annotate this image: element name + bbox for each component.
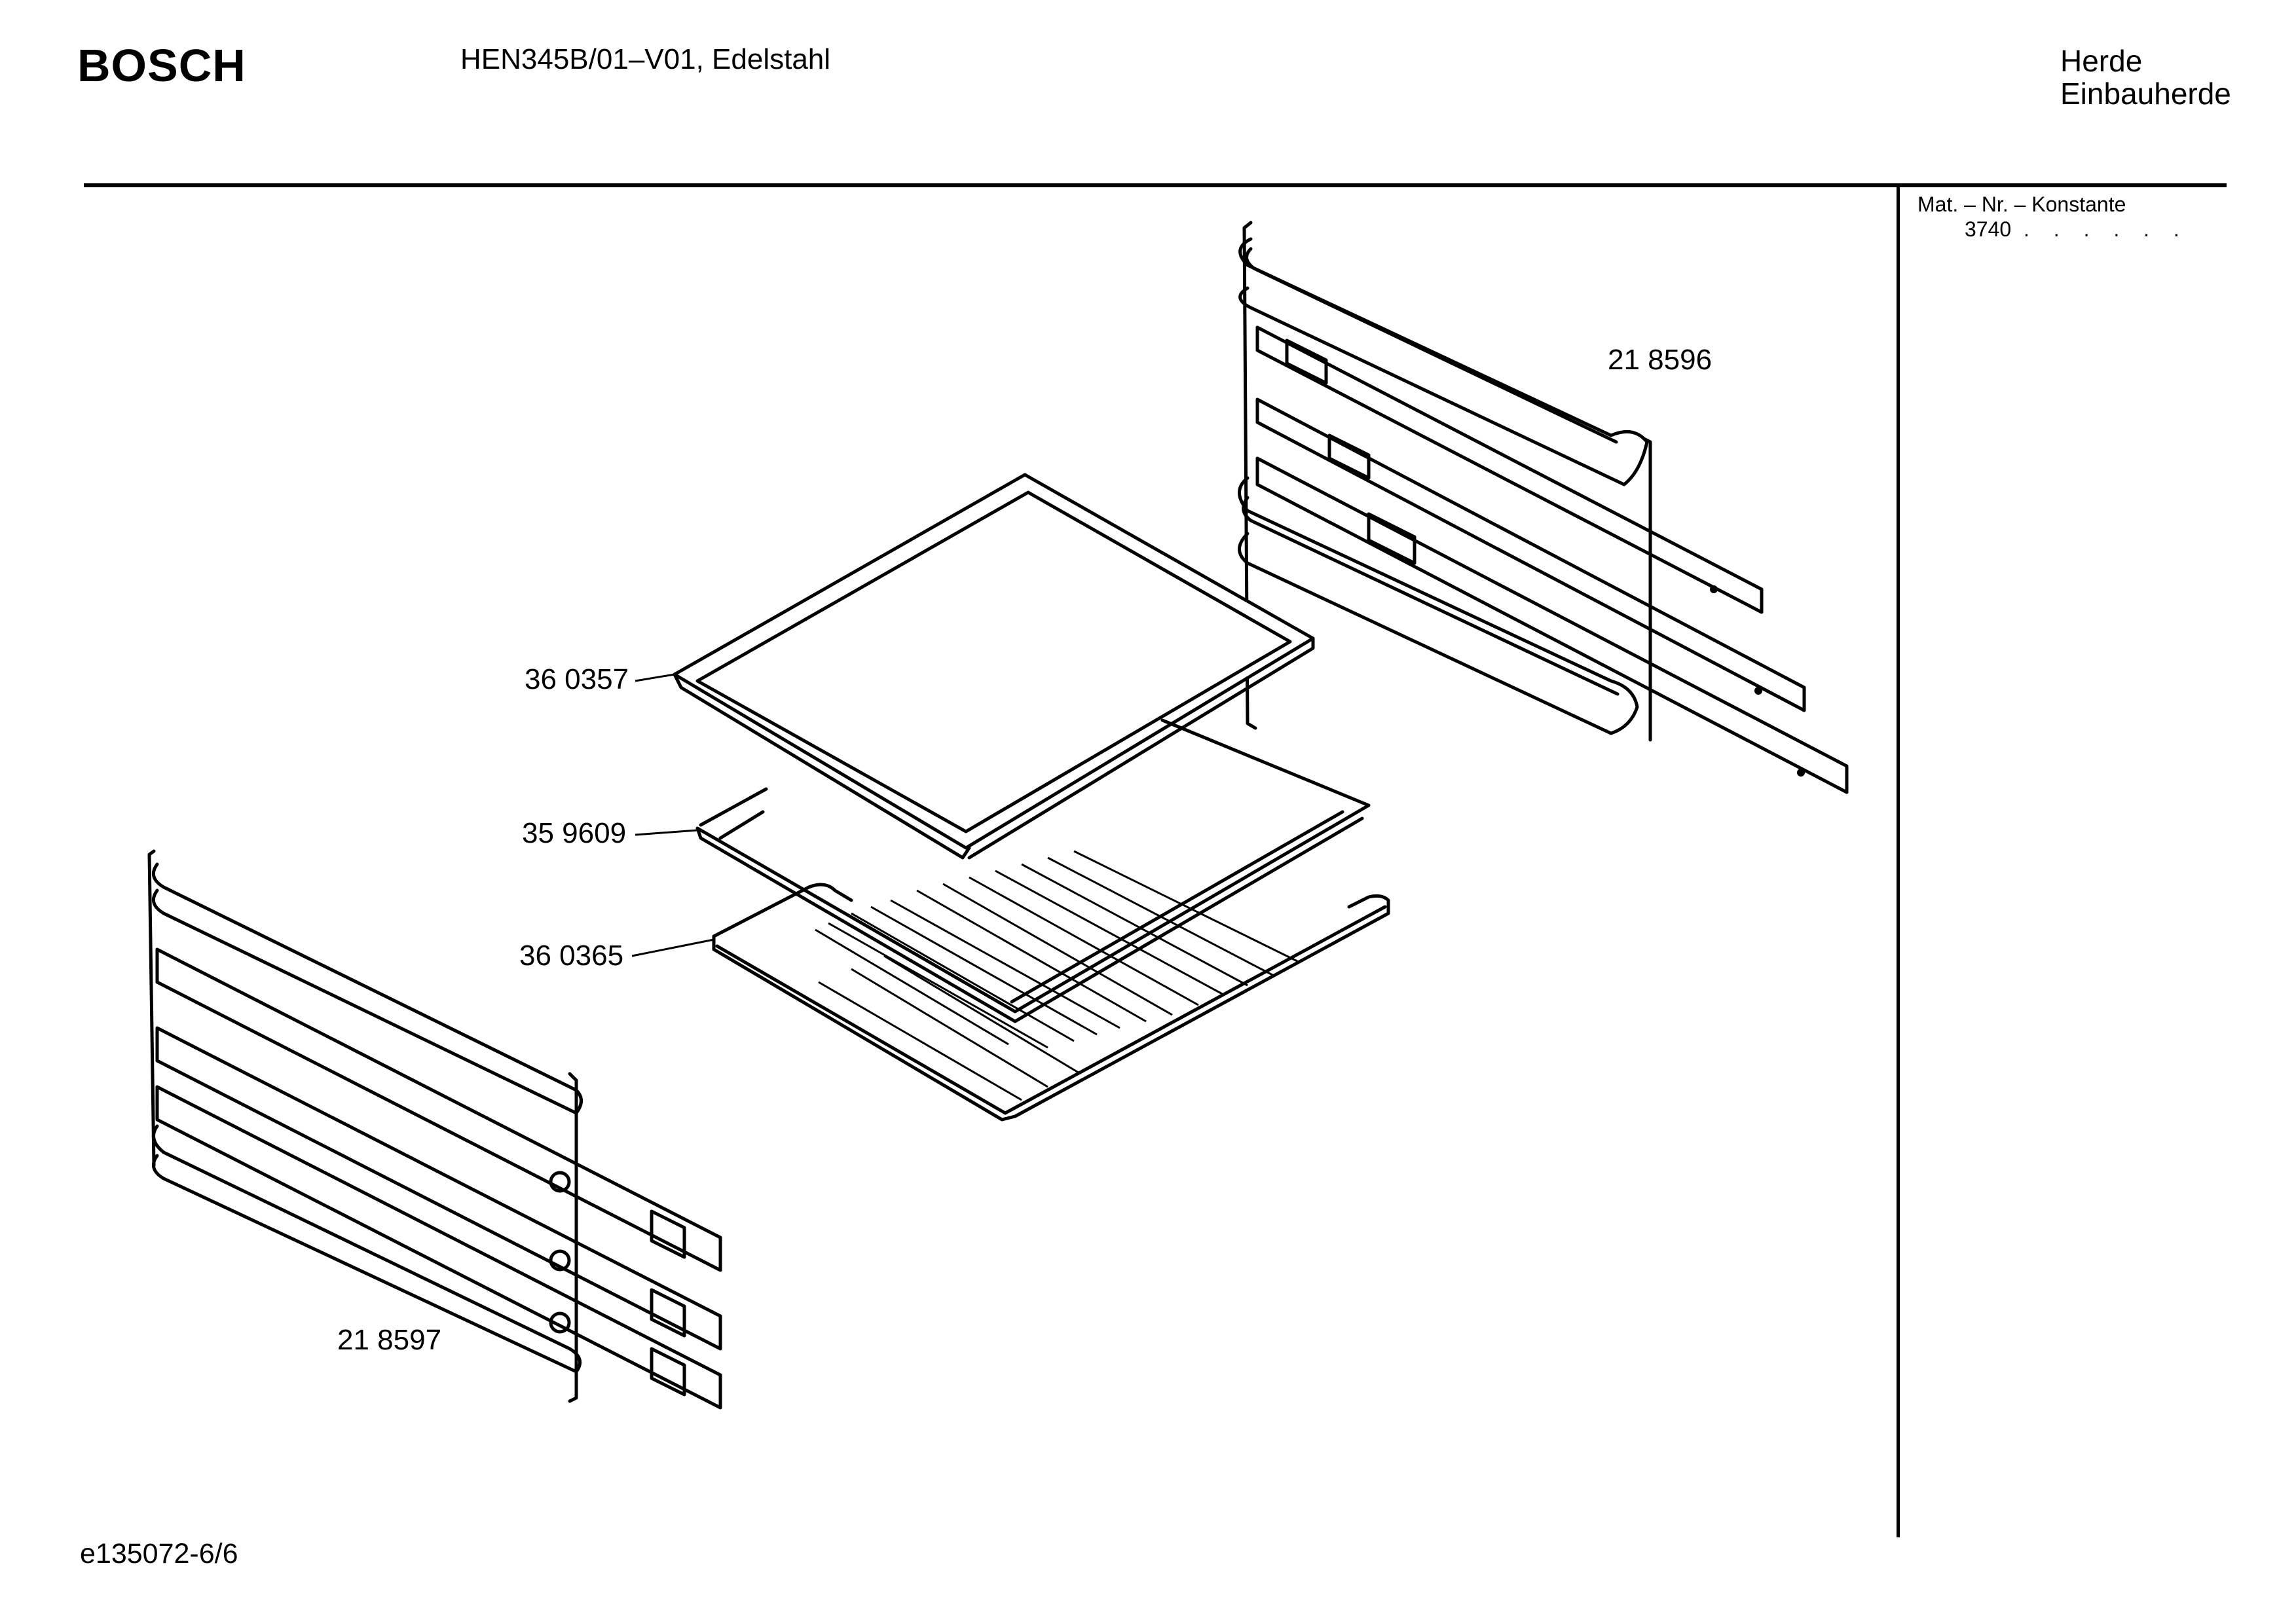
material-number-value: 3740 — [1965, 217, 2012, 241]
baking-tray-drawing — [673, 473, 1315, 860]
left-rail-rack-drawing — [147, 849, 722, 1410]
part-number-360357: 36 0357 — [525, 663, 629, 695]
subcategory-label: Einbauherde — [2060, 77, 2231, 111]
category-label: Herde — [2060, 44, 2143, 78]
document-id: e135072-6/6 — [80, 1538, 238, 1569]
model-title: HEN345B/01–V01, Edelstahl — [460, 43, 831, 75]
brand-logo: BOSCH — [77, 40, 246, 91]
part-number-218596: 21 8596 — [1608, 344, 1713, 376]
wire-grid-drawing — [712, 850, 1390, 1122]
part-number-218597: 21 8597 — [337, 1324, 442, 1356]
leader-lines — [631, 673, 714, 957]
header-divider — [84, 183, 2227, 187]
right-rail-rack-drawing — [1238, 221, 1849, 794]
material-number-label: Mat. – Nr. – Konstante — [1917, 192, 2126, 216]
part-number-359609: 35 9609 — [522, 817, 627, 849]
part-number-360365: 36 0365 — [519, 940, 624, 972]
material-number-dots: . . . . . . — [2024, 217, 2189, 241]
universal-pan-drawing — [695, 718, 1371, 1023]
sidebar-divider — [1897, 185, 1900, 1537]
